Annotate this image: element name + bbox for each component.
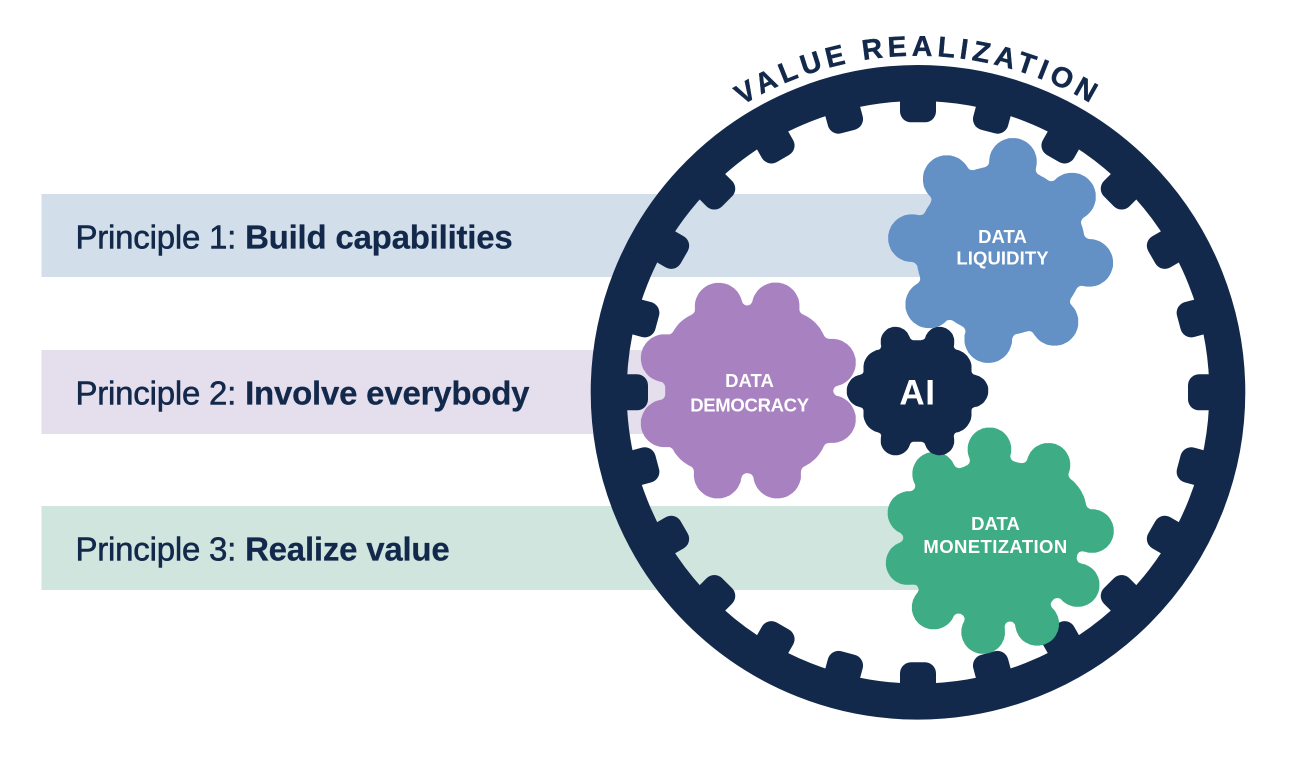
svg-text:AI: AI [899, 374, 935, 413]
svg-text:Principle 3: Realize value: Principle 3: Realize value [76, 531, 450, 568]
svg-text:DATA: DATA [725, 370, 774, 391]
svg-text:DATA: DATA [971, 513, 1020, 534]
svg-text:DEMOCRACY: DEMOCRACY [690, 394, 810, 415]
svg-text:Principle 2: Involve everybody: Principle 2: Involve everybody [76, 375, 531, 412]
svg-text:LIQUIDITY: LIQUIDITY [956, 248, 1049, 269]
svg-text:Principle 1: Build capabilitie: Principle 1: Build capabilities [76, 219, 513, 256]
svg-text:MONETIZATION: MONETIZATION [923, 536, 1067, 557]
svg-text:DATA: DATA [978, 226, 1027, 247]
